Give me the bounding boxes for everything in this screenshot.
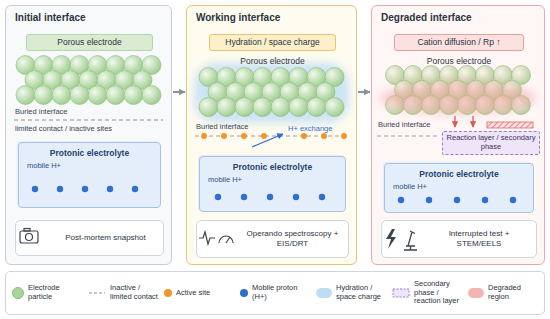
electrolyte-label: mobile H+ (27, 161, 160, 170)
method-ground (14, 219, 163, 255)
reaction-hatch (487, 122, 533, 128)
electrolyte-label: Protonic electrolyte (19, 148, 160, 158)
legend-entry: Degraded region (468, 284, 538, 301)
annotation-label: Porous electrode (187, 56, 358, 66)
legend-entry: Secondary phase / reaction layer (392, 280, 462, 306)
legend-entry: Electrode particle (12, 284, 82, 301)
inactive-interface-line (14, 120, 163, 121)
degraded-region (380, 82, 536, 114)
state-box: Porous electrode (26, 34, 153, 51)
legend-text: Electrode particle (28, 284, 82, 301)
mobile-protons (32, 186, 138, 192)
panel-ground (5, 5, 172, 265)
initial-panel-art (5, 5, 172, 265)
method-label: Interrupted test + STEM/EELS (426, 229, 532, 248)
legend-entry: Mobile proton (H+) (240, 284, 310, 301)
interface-line (377, 136, 437, 137)
annotation-label: Buried interface (378, 120, 431, 129)
electrolyte-label: Protonic electrolyte (200, 162, 345, 172)
method-ground (380, 219, 536, 257)
panel-ground (371, 5, 545, 265)
legend-text: Secondary phase / reaction layer (414, 280, 462, 306)
hydration-halo (194, 63, 349, 123)
electrode-particles (16, 56, 161, 105)
legend-sample (88, 287, 106, 299)
box-label: Cation diffusion / Rp ↑ (418, 38, 501, 48)
annotation-label: H+ exchange (288, 124, 332, 133)
method-label: Post-mortem snapshot (65, 233, 145, 243)
stage-panel: Initial interfacePorous electrodeProtoni… (5, 5, 172, 265)
method-box: Post-mortem snapshot (15, 220, 164, 256)
panel-ground (186, 5, 357, 265)
state-box: Hydration / space charge (209, 34, 336, 51)
legend-swatch (164, 289, 172, 297)
method-ground (195, 219, 348, 257)
lightning-icon (386, 229, 396, 249)
legend-text: Inactive / limited contact (110, 284, 158, 301)
electrolyte-ground (383, 162, 533, 212)
legend-text: Active site (176, 289, 210, 298)
panel-heading: Initial interface (15, 12, 86, 23)
electrode-particles (199, 68, 344, 117)
legend-entry: Active site (164, 289, 234, 298)
reaction-layer-box: Reaction layer / secondary phase (442, 131, 540, 155)
legend-sample (392, 287, 410, 299)
electrolyte-label: mobile H+ (393, 182, 533, 191)
stage-arrow (358, 91, 370, 93)
legend-panel: Electrode particle Inactive / limited con… (5, 271, 545, 315)
microscope-icon (404, 231, 417, 250)
legend-text: Mobile proton (H+) (252, 284, 310, 301)
box-label: Hydration / space charge (225, 38, 320, 48)
panel-heading: Degraded interface (381, 12, 472, 23)
method-box: Operando spectroscopy + EIS/DRT (196, 220, 349, 258)
electrolyte-ground (17, 141, 160, 207)
camera-icon (20, 229, 38, 244)
working-panel-art (186, 5, 357, 265)
legend-swatch (316, 288, 332, 298)
annotation-label: Buried interface (15, 107, 68, 116)
legend-text: Hydration / space charge (336, 284, 386, 301)
annotation-label: Buried interface (196, 122, 249, 131)
legend-entry: Hydration / space charge (316, 284, 386, 301)
legend-swatch (12, 287, 24, 299)
signal-icon (199, 232, 215, 244)
electrolyte-box: Protonic electrolyte mobile H+ (199, 156, 346, 212)
panel-heading: Working interface (196, 12, 280, 23)
legend-shape (89, 292, 105, 293)
mobile-protons (398, 197, 516, 203)
stage-panel: Working interfaceHydration / space charg… (186, 5, 357, 265)
mobile-protons (215, 194, 325, 200)
stage-panel: Degraded interfaceCation diffusion / Rp … (371, 5, 545, 265)
exchange-arrow (252, 134, 283, 147)
legend-swatch (240, 289, 248, 297)
legend-entry: Inactive / limited contact (88, 284, 158, 301)
layer-label: Reaction layer / secondary phase (446, 134, 536, 151)
gauge-icon (219, 236, 233, 243)
legend-shape (393, 289, 409, 297)
annotation-label: Porous electrode (372, 56, 546, 66)
diffusion-arrows (455, 116, 473, 127)
electrolyte-box: Protonic electrolyte mobile H+ (384, 163, 534, 213)
box-label: Porous electrode (57, 38, 121, 48)
electrolyte-box: Protonic electrolyte mobile H+ (18, 142, 161, 208)
electrolyte-ground (198, 155, 345, 211)
electrolyte-label: mobile H+ (208, 175, 345, 184)
legend-text: Degraded region (488, 284, 538, 301)
electrolyte-label: Protonic electrolyte (385, 169, 533, 179)
state-box: Cation diffusion / Rp ↑ (394, 34, 524, 51)
stage-arrow (173, 91, 185, 93)
degraded-panel-art (371, 5, 545, 265)
legend-swatch (468, 288, 484, 298)
annotation-label: limited contact / inactive sites (15, 124, 112, 133)
method-box: Interrupted test + STEM/EELS (381, 220, 537, 258)
method-label: Operando spectroscopy + EIS/DRT (241, 229, 344, 248)
